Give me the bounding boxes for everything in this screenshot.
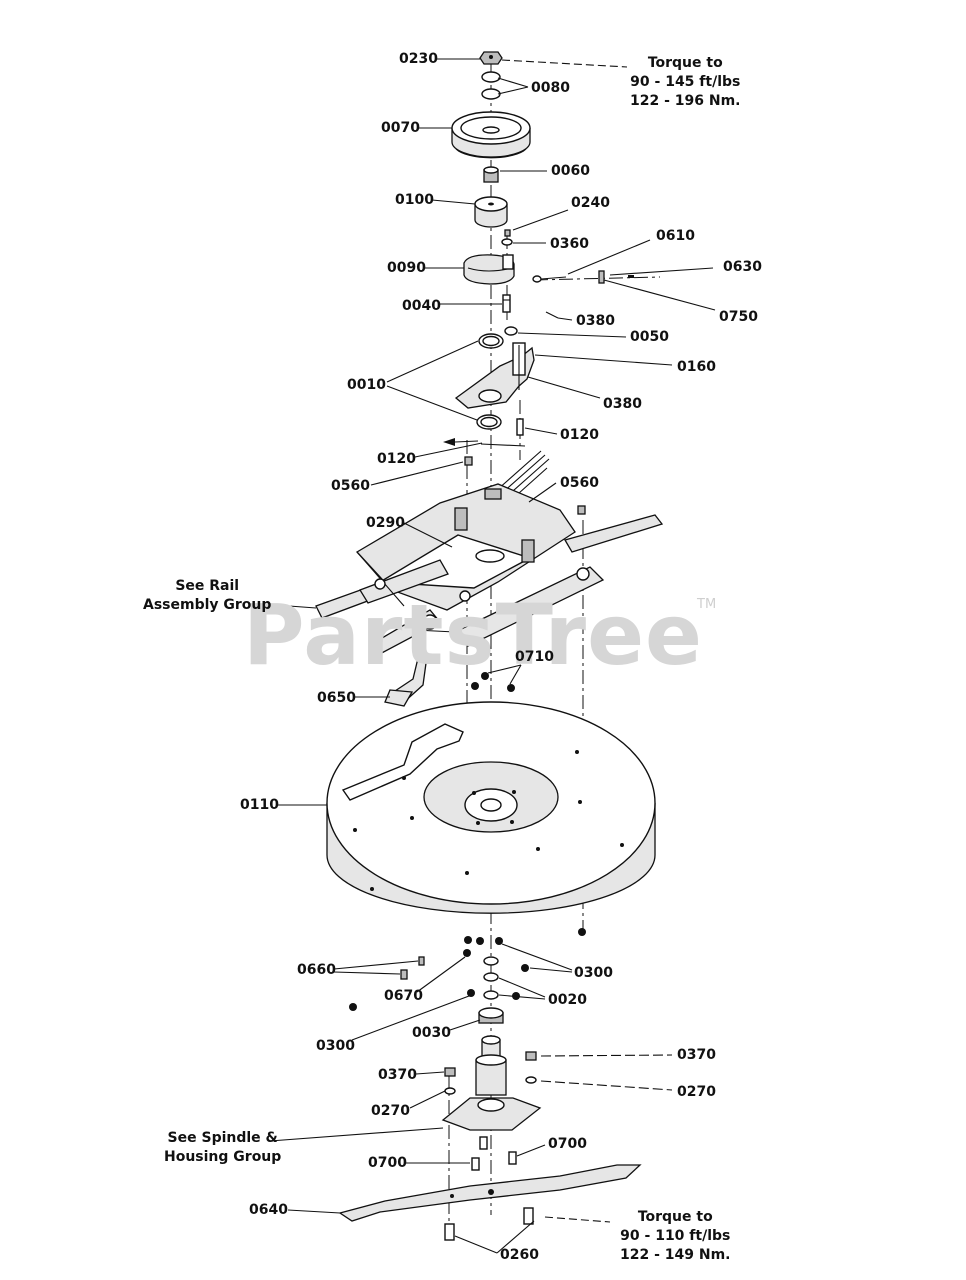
callout-0090[interactable]: 0090 (387, 260, 426, 276)
part-0040-bolt (502, 294, 511, 313)
torque-note-top-line3: 122 - 196 Nm. (630, 93, 741, 109)
part-0660-0670-bolts (400, 956, 425, 980)
callout-0370-left[interactable]: 0370 (378, 1067, 417, 1083)
part-0650-bracket (384, 653, 428, 707)
torque-note-bottom-line2: 90 - 110 ft/lbs (620, 1228, 731, 1244)
part-0120-pins (443, 418, 526, 447)
part-0050-washer (504, 326, 518, 336)
part-0260-bolts (444, 1207, 534, 1241)
callout-0290[interactable]: 0290 (366, 515, 405, 531)
part-0710-nuts (471, 672, 515, 692)
part-tension-spring (496, 450, 550, 503)
spindle-group-note: See Spindle & Housing Group (164, 1129, 281, 1167)
spindle-group-note-line1: See Spindle & (167, 1130, 278, 1146)
callout-0700-left[interactable]: 0700 (368, 1155, 407, 1171)
callout-0710[interactable]: 0710 (515, 649, 554, 665)
callout-0160[interactable]: 0160 (677, 359, 716, 375)
part-0060-spacer (483, 166, 499, 183)
callout-0270-left[interactable]: 0270 (371, 1103, 410, 1119)
callout-0370-right[interactable]: 0370 (677, 1047, 716, 1063)
torque-note-top-line2: 90 - 145 ft/lbs (630, 74, 741, 90)
part-0380-cotter (545, 311, 559, 319)
part-spindle-housing (441, 1035, 542, 1131)
torque-note-bottom-line1: Torque to (637, 1209, 713, 1225)
part-0750-pin (598, 270, 634, 284)
callout-0670[interactable]: 0670 (384, 988, 423, 1004)
callout-0270-right[interactable]: 0270 (677, 1084, 716, 1100)
part-0110-deck (326, 701, 656, 914)
callout-0070[interactable]: 0070 (381, 120, 420, 136)
part-0100-idler-pulley (474, 196, 508, 228)
callout-0640[interactable]: 0640 (249, 1202, 288, 1218)
part-0010-bearings (476, 333, 504, 430)
part-0610-bolt (532, 275, 567, 283)
spindle-group-note-line2: Housing Group (164, 1149, 282, 1165)
callout-0050[interactable]: 0050 (630, 329, 669, 345)
callout-0380-upper[interactable]: 0380 (576, 313, 615, 329)
torque-note-top: Torque to 90 - 145 ft/lbs 122 - 196 Nm. (630, 54, 741, 111)
callout-0240[interactable]: 0240 (571, 195, 610, 211)
callout-0120-right[interactable]: 0120 (560, 427, 599, 443)
part-0080-washers (481, 71, 501, 100)
rail-group-note-line1: See Rail (175, 578, 240, 594)
part-0090-belt-guide (463, 254, 515, 285)
callout-0060[interactable]: 0060 (551, 163, 590, 179)
part-0700-bolts (471, 1136, 517, 1171)
callout-0110[interactable]: 0110 (240, 797, 279, 813)
callout-0380-lower[interactable]: 0380 (603, 396, 642, 412)
callout-0020[interactable]: 0020 (548, 992, 587, 1008)
callout-0300-left[interactable]: 0300 (316, 1038, 355, 1054)
callout-0560-right[interactable]: 0560 (560, 475, 599, 491)
torque-note-top-line1: Torque to (647, 55, 723, 71)
torque-note-bottom: Torque to 90 - 110 ft/lbs 122 - 149 Nm. (620, 1208, 731, 1265)
leader-lines (261, 58, 716, 1254)
callout-0080[interactable]: 0080 (531, 80, 570, 96)
callout-0650[interactable]: 0650 (317, 690, 356, 706)
part-0030-bearing (478, 1007, 504, 1024)
partstree-watermark: PartsTree (243, 586, 704, 684)
callout-0230[interactable]: 0230 (399, 51, 438, 67)
callout-0630[interactable]: 0630 (723, 259, 762, 275)
callout-0610[interactable]: 0610 (656, 228, 695, 244)
part-0020-washers (483, 956, 499, 1000)
part-0290-frame-assembly (315, 483, 664, 656)
part-0230-nut (479, 51, 503, 65)
callout-0100[interactable]: 0100 (395, 192, 434, 208)
callout-0750[interactable]: 0750 (719, 309, 758, 325)
callout-0660[interactable]: 0660 (297, 962, 336, 978)
part-0370-0270-hardware (444, 1051, 537, 1095)
callout-0030[interactable]: 0030 (412, 1025, 451, 1041)
callout-0260[interactable]: 0260 (500, 1247, 539, 1263)
rail-group-note: See Rail Assembly Group (143, 577, 271, 615)
callout-0120-left[interactable]: 0120 (377, 451, 416, 467)
part-0640-blade (338, 1164, 642, 1222)
callout-0040[interactable]: 0040 (402, 298, 441, 314)
callout-0010[interactable]: 0010 (347, 377, 386, 393)
callout-0360[interactable]: 0360 (550, 236, 589, 252)
callout-0300-right[interactable]: 0300 (574, 965, 613, 981)
callout-0700-right[interactable]: 0700 (548, 1136, 587, 1152)
trademark-symbol: TM (697, 597, 717, 612)
torque-note-bottom-line3: 122 - 149 Nm. (620, 1247, 731, 1263)
part-0070-pulley (451, 111, 531, 159)
rail-group-note-line2: Assembly Group (143, 597, 272, 613)
callout-0560-left[interactable]: 0560 (331, 478, 370, 494)
part-0160-idler-bracket (454, 342, 535, 409)
part-0240-0360-hardware (501, 229, 513, 246)
